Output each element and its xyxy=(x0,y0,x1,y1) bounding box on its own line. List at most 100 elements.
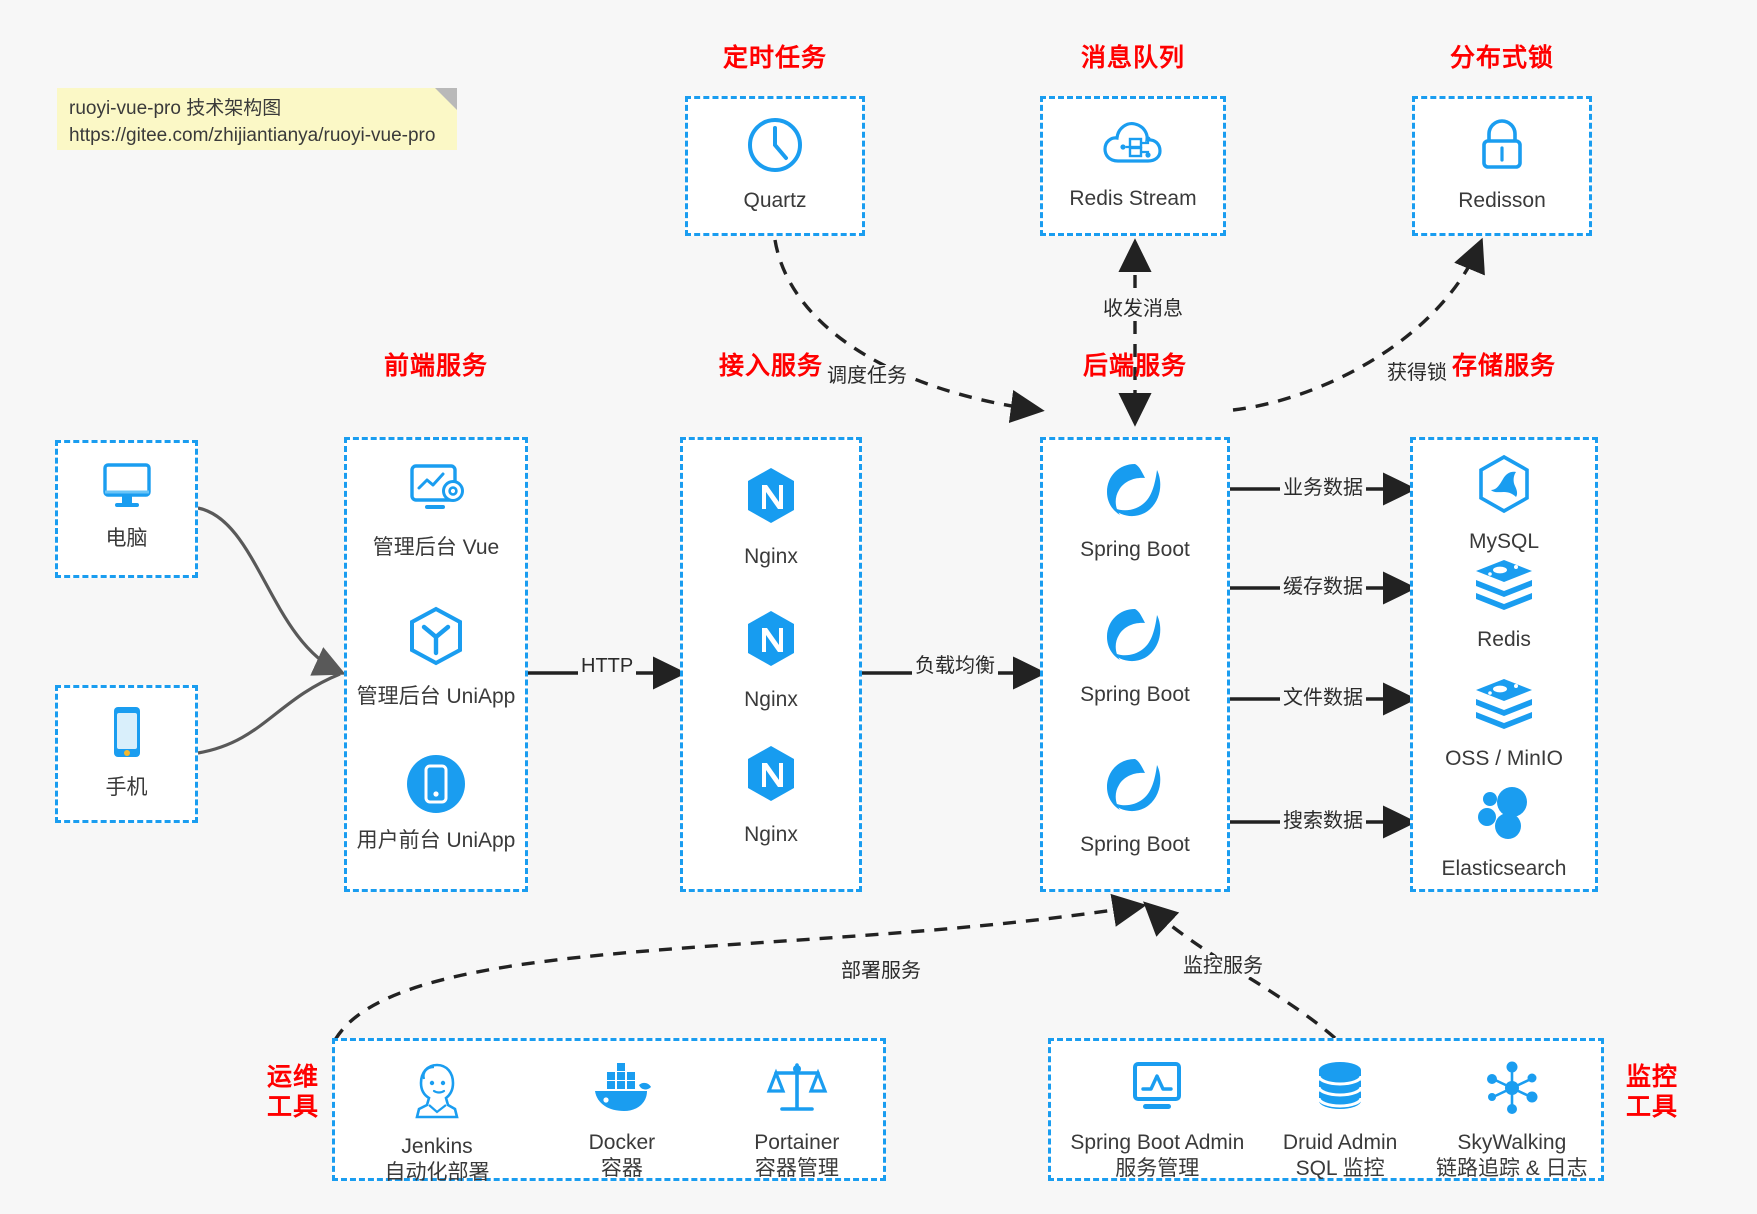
node-nginx-2[interactable]: Nginx xyxy=(683,608,859,713)
node-spring-boot-admin[interactable]: Spring Boot Admin 服务管理 xyxy=(1070,1059,1244,1181)
group-box-storage[interactable]: MySQL Redis xyxy=(1410,437,1598,892)
node-label-docker-sub: 容器 xyxy=(600,1156,643,1180)
edge-label-http: HTTP xyxy=(578,655,637,677)
node-docker[interactable]: Docker 容器 xyxy=(589,1059,656,1181)
node-user-uniapp[interactable]: 用户前台 UniApp xyxy=(347,753,525,854)
group-box-monitor[interactable]: Spring Boot Admin 服务管理 xyxy=(1048,1038,1604,1181)
node-skywalking[interactable]: SkyWalking 链路追踪 & 日志 xyxy=(1436,1059,1588,1181)
node-label-docker-main: Docker xyxy=(588,1131,656,1154)
node-label-user-uniapp: 用户前台 UniApp xyxy=(356,829,516,852)
node-label-skywalking: SkyWalking 链路追踪 & 日志 xyxy=(1436,1130,1588,1181)
node-label-jenkins: Jenkins 自动化部署 xyxy=(385,1134,490,1185)
node-label-spring-boot-2: Spring Boot xyxy=(1080,683,1190,706)
node-label-desktop: 电脑 xyxy=(105,527,148,550)
edge-label-search-data: 搜索数据 xyxy=(1280,810,1366,832)
redis-icon xyxy=(1472,558,1536,619)
edge-label-monitor-service: 监控服务 xyxy=(1180,955,1266,977)
jenkins-icon xyxy=(408,1059,466,1126)
node-label-spring-boot-1: Spring Boot xyxy=(1080,538,1190,561)
edge-label-file-data: 文件数据 xyxy=(1280,687,1366,709)
group-box-frontend[interactable]: 管理后台 Vue 管理后台 UniApp 用户前台 UniApp xyxy=(344,437,528,892)
group-box-lock[interactable]: Redisson xyxy=(1412,96,1592,236)
group-title-devops-line2: 工具 xyxy=(266,1092,319,1121)
node-label-jenkins-main: Jenkins xyxy=(401,1135,473,1158)
dashboard-settings-icon xyxy=(403,460,469,527)
cloud-stream-icon xyxy=(1102,117,1164,178)
node-label-druid-sub: SQL 监控 xyxy=(1295,1156,1385,1180)
node-desktop[interactable]: 电脑 xyxy=(58,459,195,552)
group-title-monitor-line1: 监控 xyxy=(1625,1063,1678,1091)
mobile-circle-icon xyxy=(405,753,467,820)
nginx-icon xyxy=(741,465,801,536)
node-redis[interactable]: Redis xyxy=(1413,558,1595,653)
node-elasticsearch[interactable]: Elasticsearch xyxy=(1413,785,1595,882)
scales-icon xyxy=(766,1059,828,1122)
group-box-devops[interactable]: Jenkins 自动化部署 xyxy=(332,1038,886,1184)
nginx-icon xyxy=(741,743,801,814)
node-redis-stream[interactable]: Redis Stream xyxy=(1043,117,1223,212)
edge-acquire-lock xyxy=(1232,237,1485,412)
edge-label-load-balance: 负载均衡 xyxy=(912,655,998,677)
sticky-note: ruoyi-vue-pro 技术架构图 https://gitee.com/zh… xyxy=(57,88,457,150)
node-label-nginx-2: Nginx xyxy=(744,688,798,711)
node-label-elasticsearch: Elasticsearch xyxy=(1441,857,1567,880)
skywalking-icon xyxy=(1481,1059,1543,1122)
node-admin-vue[interactable]: 管理后台 Vue xyxy=(347,460,525,561)
group-box-backend[interactable]: Spring Boot Spring Boot Spring Boot xyxy=(1040,437,1230,892)
node-label-sba-main: Spring Boot Admin xyxy=(1070,1131,1245,1154)
edge-mobile-to-frontend xyxy=(197,672,341,755)
group-title-storage: 存储服务 xyxy=(1451,352,1556,380)
spring-boot-icon xyxy=(1103,605,1167,674)
redis-icon xyxy=(1472,677,1536,738)
node-label-oss-minio: OSS / MinIO xyxy=(1445,747,1563,770)
group-title-backend: 后端服务 xyxy=(1082,352,1187,380)
node-label-admin-uniapp: 管理后台 UniApp xyxy=(356,685,516,708)
node-redisson[interactable]: Redisson xyxy=(1415,115,1589,214)
node-label-redis: Redis xyxy=(1477,628,1531,651)
node-label-mobile: 手机 xyxy=(105,776,148,799)
group-box-gateway[interactable]: Nginx Nginx Nginx xyxy=(680,437,862,892)
node-mobile[interactable]: 手机 xyxy=(58,704,195,801)
group-box-scheduler[interactable]: Quartz xyxy=(685,96,865,236)
node-portainer[interactable]: Portainer 容器管理 xyxy=(754,1059,839,1181)
node-label-sba-sub: 服务管理 xyxy=(1115,1156,1200,1180)
edge-label-acquire-lock: 获得锁 xyxy=(1384,362,1450,384)
group-box-client-desktop[interactable]: 电脑 xyxy=(55,440,198,578)
group-title-devops: 运维 工具 xyxy=(258,1063,328,1122)
node-spring-boot-2[interactable]: Spring Boot xyxy=(1043,605,1227,708)
node-spring-boot-3[interactable]: Spring Boot xyxy=(1043,755,1227,858)
hexagon-uniapp-icon xyxy=(405,605,467,676)
group-box-client-mobile[interactable]: 手机 xyxy=(55,685,198,823)
mobile-icon xyxy=(104,704,150,767)
node-label-spring-boot-admin: Spring Boot Admin 服务管理 xyxy=(1070,1130,1244,1181)
group-box-mq[interactable]: Redis Stream xyxy=(1040,96,1226,236)
node-spring-boot-1[interactable]: Spring Boot xyxy=(1043,460,1227,563)
devops-tool-row: Jenkins 自动化部署 xyxy=(335,1059,889,1185)
desktop-icon xyxy=(97,459,157,518)
node-druid-admin[interactable]: Druid Admin SQL 监控 xyxy=(1283,1059,1397,1181)
group-title-monitor: 监控 工具 xyxy=(1617,1063,1687,1122)
node-label-portainer-sub: 容器管理 xyxy=(754,1156,839,1180)
node-label-docker: Docker 容器 xyxy=(589,1130,656,1181)
node-label-quartz: Quartz xyxy=(743,189,807,212)
node-oss-minio[interactable]: OSS / MinIO xyxy=(1413,677,1595,772)
node-label-portainer-main: Portainer xyxy=(754,1131,840,1154)
node-nginx-3[interactable]: Nginx xyxy=(683,743,859,848)
nginx-icon xyxy=(741,608,801,679)
node-label-jenkins-sub: 自动化部署 xyxy=(384,1160,490,1184)
clock-icon xyxy=(745,115,805,180)
node-label-druid-admin: Druid Admin SQL 监控 xyxy=(1283,1130,1397,1181)
group-title-scheduler: 定时任务 xyxy=(722,44,827,72)
spring-boot-icon xyxy=(1103,460,1167,529)
spring-boot-icon xyxy=(1103,755,1167,824)
node-jenkins[interactable]: Jenkins 自动化部署 xyxy=(385,1059,490,1185)
node-quartz[interactable]: Quartz xyxy=(688,115,862,214)
node-mysql[interactable]: MySQL xyxy=(1413,454,1595,555)
group-title-monitor-line2: 工具 xyxy=(1625,1092,1678,1121)
node-nginx-1[interactable]: Nginx xyxy=(683,465,859,570)
node-admin-uniapp[interactable]: 管理后台 UniApp xyxy=(347,605,525,710)
edge-deploy-service xyxy=(333,893,1147,1041)
node-label-nginx-3: Nginx xyxy=(744,823,798,846)
node-label-redis-stream: Redis Stream xyxy=(1069,187,1197,210)
